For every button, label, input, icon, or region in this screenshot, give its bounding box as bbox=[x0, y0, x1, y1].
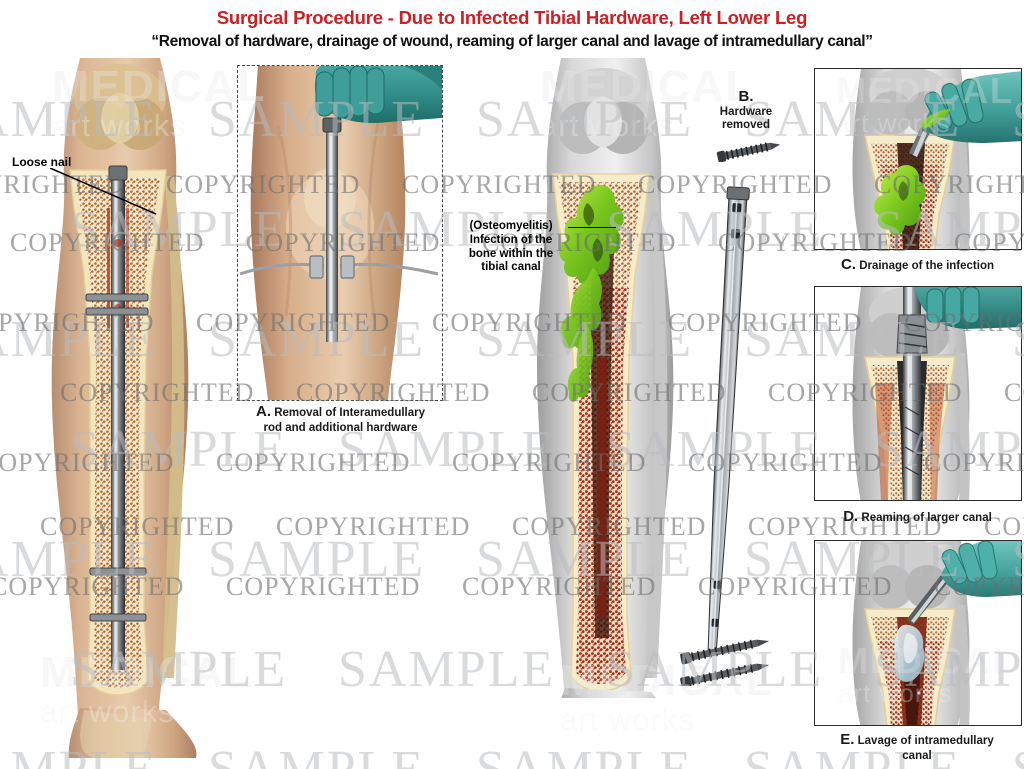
panel-e-caption-line1: Lavage of intramedullary bbox=[857, 735, 994, 747]
figure-infected-leg bbox=[537, 58, 674, 698]
watermark-sample: SAMPLE bbox=[476, 740, 693, 769]
figure-removed-screws bbox=[680, 639, 770, 686]
panel-a-caption-line1: Removal of Interamedullary bbox=[274, 407, 426, 419]
figure-panel-e-lavage bbox=[815, 541, 1021, 725]
panel-d-caption: D. Reaming of larger canal bbox=[810, 508, 1024, 526]
panel-d-letter: D. bbox=[843, 508, 859, 525]
panel-b-caption: B. Hardware removed bbox=[690, 88, 802, 133]
loose-nail-annotation: Loose nail bbox=[12, 155, 71, 169]
watermark-copyright: COPYRIGHTED bbox=[226, 572, 421, 601]
figure-panel-a-rod-removal bbox=[238, 66, 442, 400]
panel-c-frame bbox=[814, 68, 1022, 250]
panel-e-caption: E. Lavage of intramedullary canal bbox=[808, 731, 1024, 763]
figure-removed-screw-small bbox=[716, 142, 781, 162]
figure-panel-d-reaming bbox=[815, 287, 1021, 500]
osteomyelitis-leader-line bbox=[568, 227, 616, 229]
panel-d-frame bbox=[814, 286, 1022, 501]
panel-a-caption: A. Removal of Interamedullary rod and ad… bbox=[233, 403, 448, 435]
panel-b-caption-line1: Hardware bbox=[719, 105, 773, 118]
loose-nail-label: Loose nail bbox=[12, 155, 72, 169]
figure-main-leg-with-hardware bbox=[51, 58, 197, 758]
brand-line2-d: art works bbox=[560, 702, 695, 737]
watermark-copyright: COPYRIGHTED bbox=[276, 512, 471, 541]
panel-b-letter: B. bbox=[738, 88, 754, 105]
panel-d-caption-line1: Reaming of larger canal bbox=[861, 512, 992, 524]
loose-nail-leader-line bbox=[50, 168, 157, 215]
osteomyelitis-line1: (Osteomyelitis) bbox=[469, 220, 553, 232]
panel-c-caption: C. Drainage of the infection bbox=[810, 256, 1024, 274]
osteomyelitis-line3: bone within the bbox=[468, 247, 554, 260]
figure-removed-im-rod bbox=[707, 186, 750, 656]
panel-c-letter: C. bbox=[840, 256, 856, 273]
figure-panel-c-drainage bbox=[815, 69, 1021, 249]
page-title: Surgical Procedure - Due to Infected Tib… bbox=[216, 7, 808, 28]
osteomyelitis-line2: Infection of the bbox=[469, 233, 553, 246]
panel-a-frame bbox=[237, 65, 443, 401]
panel-e-frame bbox=[814, 540, 1022, 726]
watermark-sample: SAMPLE bbox=[338, 641, 556, 698]
header: Surgical Procedure - Due to Infected Tib… bbox=[0, 0, 1024, 51]
panel-a-caption-line2: rod and additional hardware bbox=[263, 422, 418, 435]
page-subtitle: “Removal of hardware, drainage of wound,… bbox=[151, 33, 873, 50]
panel-a-letter: A. bbox=[255, 403, 271, 420]
osteomyelitis-line4: tibial canal bbox=[481, 261, 541, 274]
osteomyelitis-annotation: (Osteomyelitis) Infection of the bone wi… bbox=[452, 220, 570, 275]
panel-c-caption-line1: Drainage of the infection bbox=[859, 260, 995, 272]
panel-e-caption-line2: canal bbox=[902, 750, 932, 763]
panel-e-letter: E. bbox=[840, 731, 855, 748]
panel-b-caption-line2: removed bbox=[722, 119, 770, 132]
